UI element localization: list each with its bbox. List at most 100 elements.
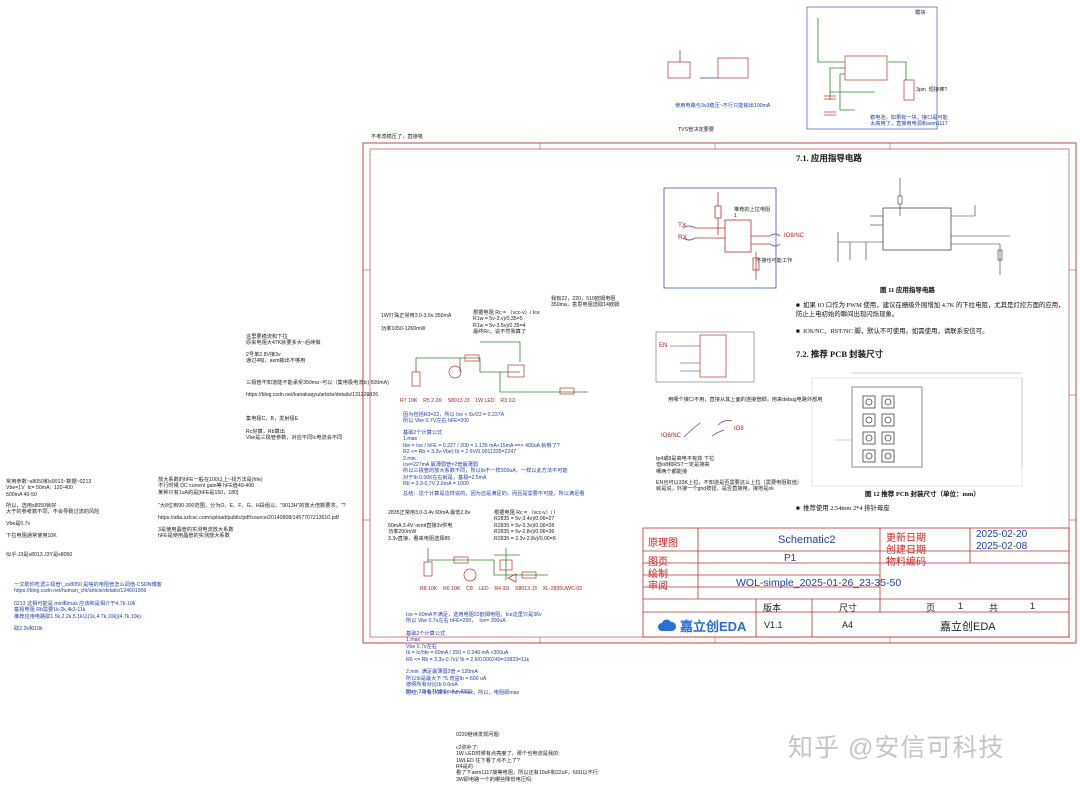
note-left-3: 三极管不知道能不能承受350ma~可以（集电极电流Ic) 500mA) bbox=[246, 380, 389, 386]
h2-en-label: EN bbox=[659, 343, 668, 349]
note-left-4: 集电极C，B，发射极E bbox=[246, 416, 299, 422]
doc-bullet-nc: ■ IOS/NC、RST/NC 脚，默认不可使用。如需使用，请联系安信可。 bbox=[796, 328, 989, 335]
note-mid-hfe2: "大8位到90-300范围，分为O、E、F、G、H段组以、"9013H"的放大倍… bbox=[158, 503, 346, 509]
tb-label-review: 审阅 bbox=[648, 581, 668, 592]
esp-wiring bbox=[695, 192, 770, 280]
doc-bullet-pwm-text: 如果 IO 口作为 PWM 使用，建议在栅级外围增加 4.7K 的下拉电阻，尤其… bbox=[796, 302, 1065, 318]
usb-wires bbox=[679, 50, 718, 79]
drawing-frame-inner bbox=[369, 148, 1070, 638]
pcb-footprint-outline bbox=[851, 386, 923, 468]
doc-bullet-pin: ■ 推荐使用 2.54mm 2*4 排针母座 bbox=[796, 505, 890, 512]
tb-page-total: 1 bbox=[1030, 601, 1036, 611]
cloud-icon bbox=[658, 619, 677, 631]
note-tvs: TVS管决定要要 bbox=[678, 127, 715, 133]
note-conn: 用哪个接口不用，直接从其上面的连接管脚，用来debug电路外部用 bbox=[668, 397, 823, 403]
note-io8: IO8 bbox=[734, 426, 744, 432]
tb-label-update: 更新日期 bbox=[886, 533, 926, 544]
circuit1-parts bbox=[411, 354, 575, 395]
note-left-7: 所以，选用s8050就好 大于的参考数不同，不会导致过流的风险 bbox=[6, 503, 100, 516]
tb-company: 嘉立创EDA bbox=[940, 621, 996, 633]
tb-page-current: 1 bbox=[958, 601, 964, 611]
tb-label-drawing: 原理图 bbox=[648, 538, 678, 549]
note-left-13: 取2.2k和10k bbox=[14, 626, 43, 632]
tb-size: A4 bbox=[842, 620, 854, 630]
tb-create-date: 2025-02-08 bbox=[976, 541, 1028, 552]
doc-bullet-nc-text: IOS/NC、RST/NC 脚，默认不可使用。如需使用，请联系安信可。 bbox=[803, 328, 989, 335]
esp-wiring-box bbox=[663, 187, 777, 289]
note-circ2-head: 2835正常用3.0-3.4v 60mA 最低2.8v 60mA 3.4V~em… bbox=[388, 510, 471, 542]
note-power-usb: 使用电路与3v3稳压~不行只能输出100mA bbox=[675, 103, 771, 109]
doc-bullet-pin-text: 推荐使用 2.54mm 2*4 排针母座 bbox=[803, 505, 890, 512]
power-module-wires bbox=[817, 18, 907, 111]
note-io6: IO6/NC bbox=[661, 433, 682, 439]
ams1117-ic bbox=[844, 55, 888, 81]
note-left-11-link[interactable]: 一文助你吃透三极管!_ss8050 是啥的电阻管怎么调值-CSDN博客 http… bbox=[14, 582, 162, 595]
doc-section-72: 7.2. 推荐 PCB 封装尺寸 bbox=[796, 349, 884, 359]
note-circ1-steps: 基础2个计算公式 1.max Ibe = Ice / hFE = 0.227 /… bbox=[403, 430, 568, 488]
tb-version: V1.1 bbox=[764, 620, 783, 630]
drawing-frame-outer bbox=[362, 142, 1077, 644]
note-esp: 不接也可能工作 bbox=[756, 258, 793, 264]
note-reset: tp4或8是高电平有效 下拉 但io8和RST一定是接高 哪两个都能接 bbox=[656, 456, 715, 475]
note-circ2-steps: 基础2个计算公式 1.max Vbe 0.7v左右 Ib = Ic/hfe = … bbox=[406, 631, 530, 695]
frame-zone-ticks bbox=[363, 143, 1076, 643]
note-power-3pin: 3pin 短接棒? bbox=[916, 87, 948, 93]
jlc-eda-logo: 嘉立创EDA bbox=[657, 616, 746, 635]
pcb-figure-box bbox=[811, 377, 1023, 487]
esp-rx-label: RX bbox=[678, 234, 688, 241]
power-module-box bbox=[806, 6, 938, 130]
usb-power-module bbox=[717, 57, 749, 79]
esp-tx-label: TX bbox=[678, 222, 687, 229]
note-mid-url[interactable]: https://atta.szlcsc.com/upload/public/pd… bbox=[158, 515, 339, 521]
logo-text: 嘉立创EDA bbox=[680, 619, 747, 634]
tb-schematic-title: Schematic2 bbox=[778, 534, 836, 546]
tb-label-total: 共 bbox=[989, 603, 999, 613]
circuit2-wires bbox=[427, 548, 548, 580]
doc-fig11-caption: 图 11 应用指导电路 bbox=[880, 287, 935, 294]
doc-section-71: 7.1. 应用指导电路 bbox=[796, 153, 862, 163]
note-circ1-calc: 根据电阻 Rc = （vcc-v）/ Ice R1w = 5v-3.v)/0.3… bbox=[473, 310, 540, 336]
tb-label-version: 版本 bbox=[763, 603, 782, 613]
connector-cn1 bbox=[667, 61, 691, 79]
note-power-ams: 稳电池，如果有一块，接口是可能 太高用了，直接用电源和asm1117 bbox=[870, 115, 948, 128]
note-left-9: 下拉电阻通常使用10K bbox=[6, 533, 57, 539]
pcb-footprint-pads bbox=[862, 395, 895, 463]
io-flying-leads bbox=[683, 422, 725, 438]
esp-signal-wires bbox=[682, 225, 781, 247]
note-mid-hfe3: 3是使用晶管的实测电流放大系数 hFE是使用晶管的实测放大系数 bbox=[158, 527, 234, 540]
tb-sheet-value: P1 bbox=[784, 553, 797, 564]
tb-label-create: 创建日期 bbox=[886, 545, 926, 556]
doc-bullet-pwm: ■ 如果 IO 口作为 PWM 使用，建议在栅级外围增加 4.7K 的下拉电阻，… bbox=[796, 302, 1065, 318]
note-left-8: Vbe是0.7v bbox=[6, 521, 31, 527]
en-flying-line bbox=[717, 420, 733, 426]
module-atk-ai-wb2 bbox=[882, 207, 952, 251]
note-en: EN也可以33K上拉，不知道是否需要这么上拉（需要电阻取值） 就是说，外接一个g… bbox=[656, 480, 803, 493]
connector-h2-wires bbox=[670, 345, 700, 372]
watermark: 知乎 @安信可科技 bbox=[788, 734, 1005, 762]
tb-label-material: 物料编码 bbox=[886, 557, 926, 568]
note-circ1-labels: R7 10K R5 2.2K S8013 J3 1W LED R3 1Ω bbox=[400, 398, 516, 404]
esp-ionc-label: IO8/NC bbox=[784, 233, 805, 239]
connector-h2 bbox=[699, 334, 727, 378]
tb-label-sheet: 图页 bbox=[648, 557, 668, 568]
note-circ2-formula: Ice = 60mA不满足，选用电阻22欧姆电阻，Ice这里只是36v 所以 V… bbox=[406, 612, 542, 625]
note-esp-hint: 推荐的上拉电阻 1 bbox=[734, 207, 771, 220]
power-caps bbox=[824, 95, 836, 116]
note-left-2: 2号单2.8V接3v 通过4吸，asm输出不够用 bbox=[246, 352, 306, 365]
note-circ1-end: 总结：这个计算是这样说的，因为还是满足的，而且是需要不可能，所以满足看 bbox=[403, 491, 585, 497]
note-left-1: 这里要稳流和下拉 原来电阻大47K就要多大~后续做 bbox=[246, 334, 321, 347]
note-circ1-head: 1W灯珠正常用3.0-3.6v 350mA 功率1050-1260mW bbox=[381, 313, 452, 332]
note-circ2-calc: 根据电阻 Rc = （vcc-v）/ I R2835 = 5v-3.4v)/0.… bbox=[494, 510, 556, 542]
circuit2-parts bbox=[423, 556, 537, 583]
note-top-header: 不考虑稳压了，直接吸 bbox=[371, 134, 423, 140]
note-left-10: 似乎:J3是s8013 J3Y是s8050 bbox=[6, 552, 73, 558]
title-block-grid bbox=[642, 527, 1070, 638]
tb-label-draw: 绘制 bbox=[648, 569, 668, 580]
note-left-5: Rc好算，Rb算出 Vbe是三极管参数，对应不同Ic电流会不同 bbox=[246, 429, 343, 442]
note-circ2-labels: R8 10K R6 10K C8 LED R4 0Ω S8013 J3 XL-2… bbox=[420, 586, 583, 592]
note-mid-hfe: 放大系数的hFE一般在100以上~找方法是(hfe) 不行时候 DC curre… bbox=[158, 477, 263, 496]
jumper-3pin bbox=[903, 79, 915, 101]
connector-h2-frame bbox=[655, 331, 755, 383]
datasheet-wires bbox=[837, 178, 1010, 275]
